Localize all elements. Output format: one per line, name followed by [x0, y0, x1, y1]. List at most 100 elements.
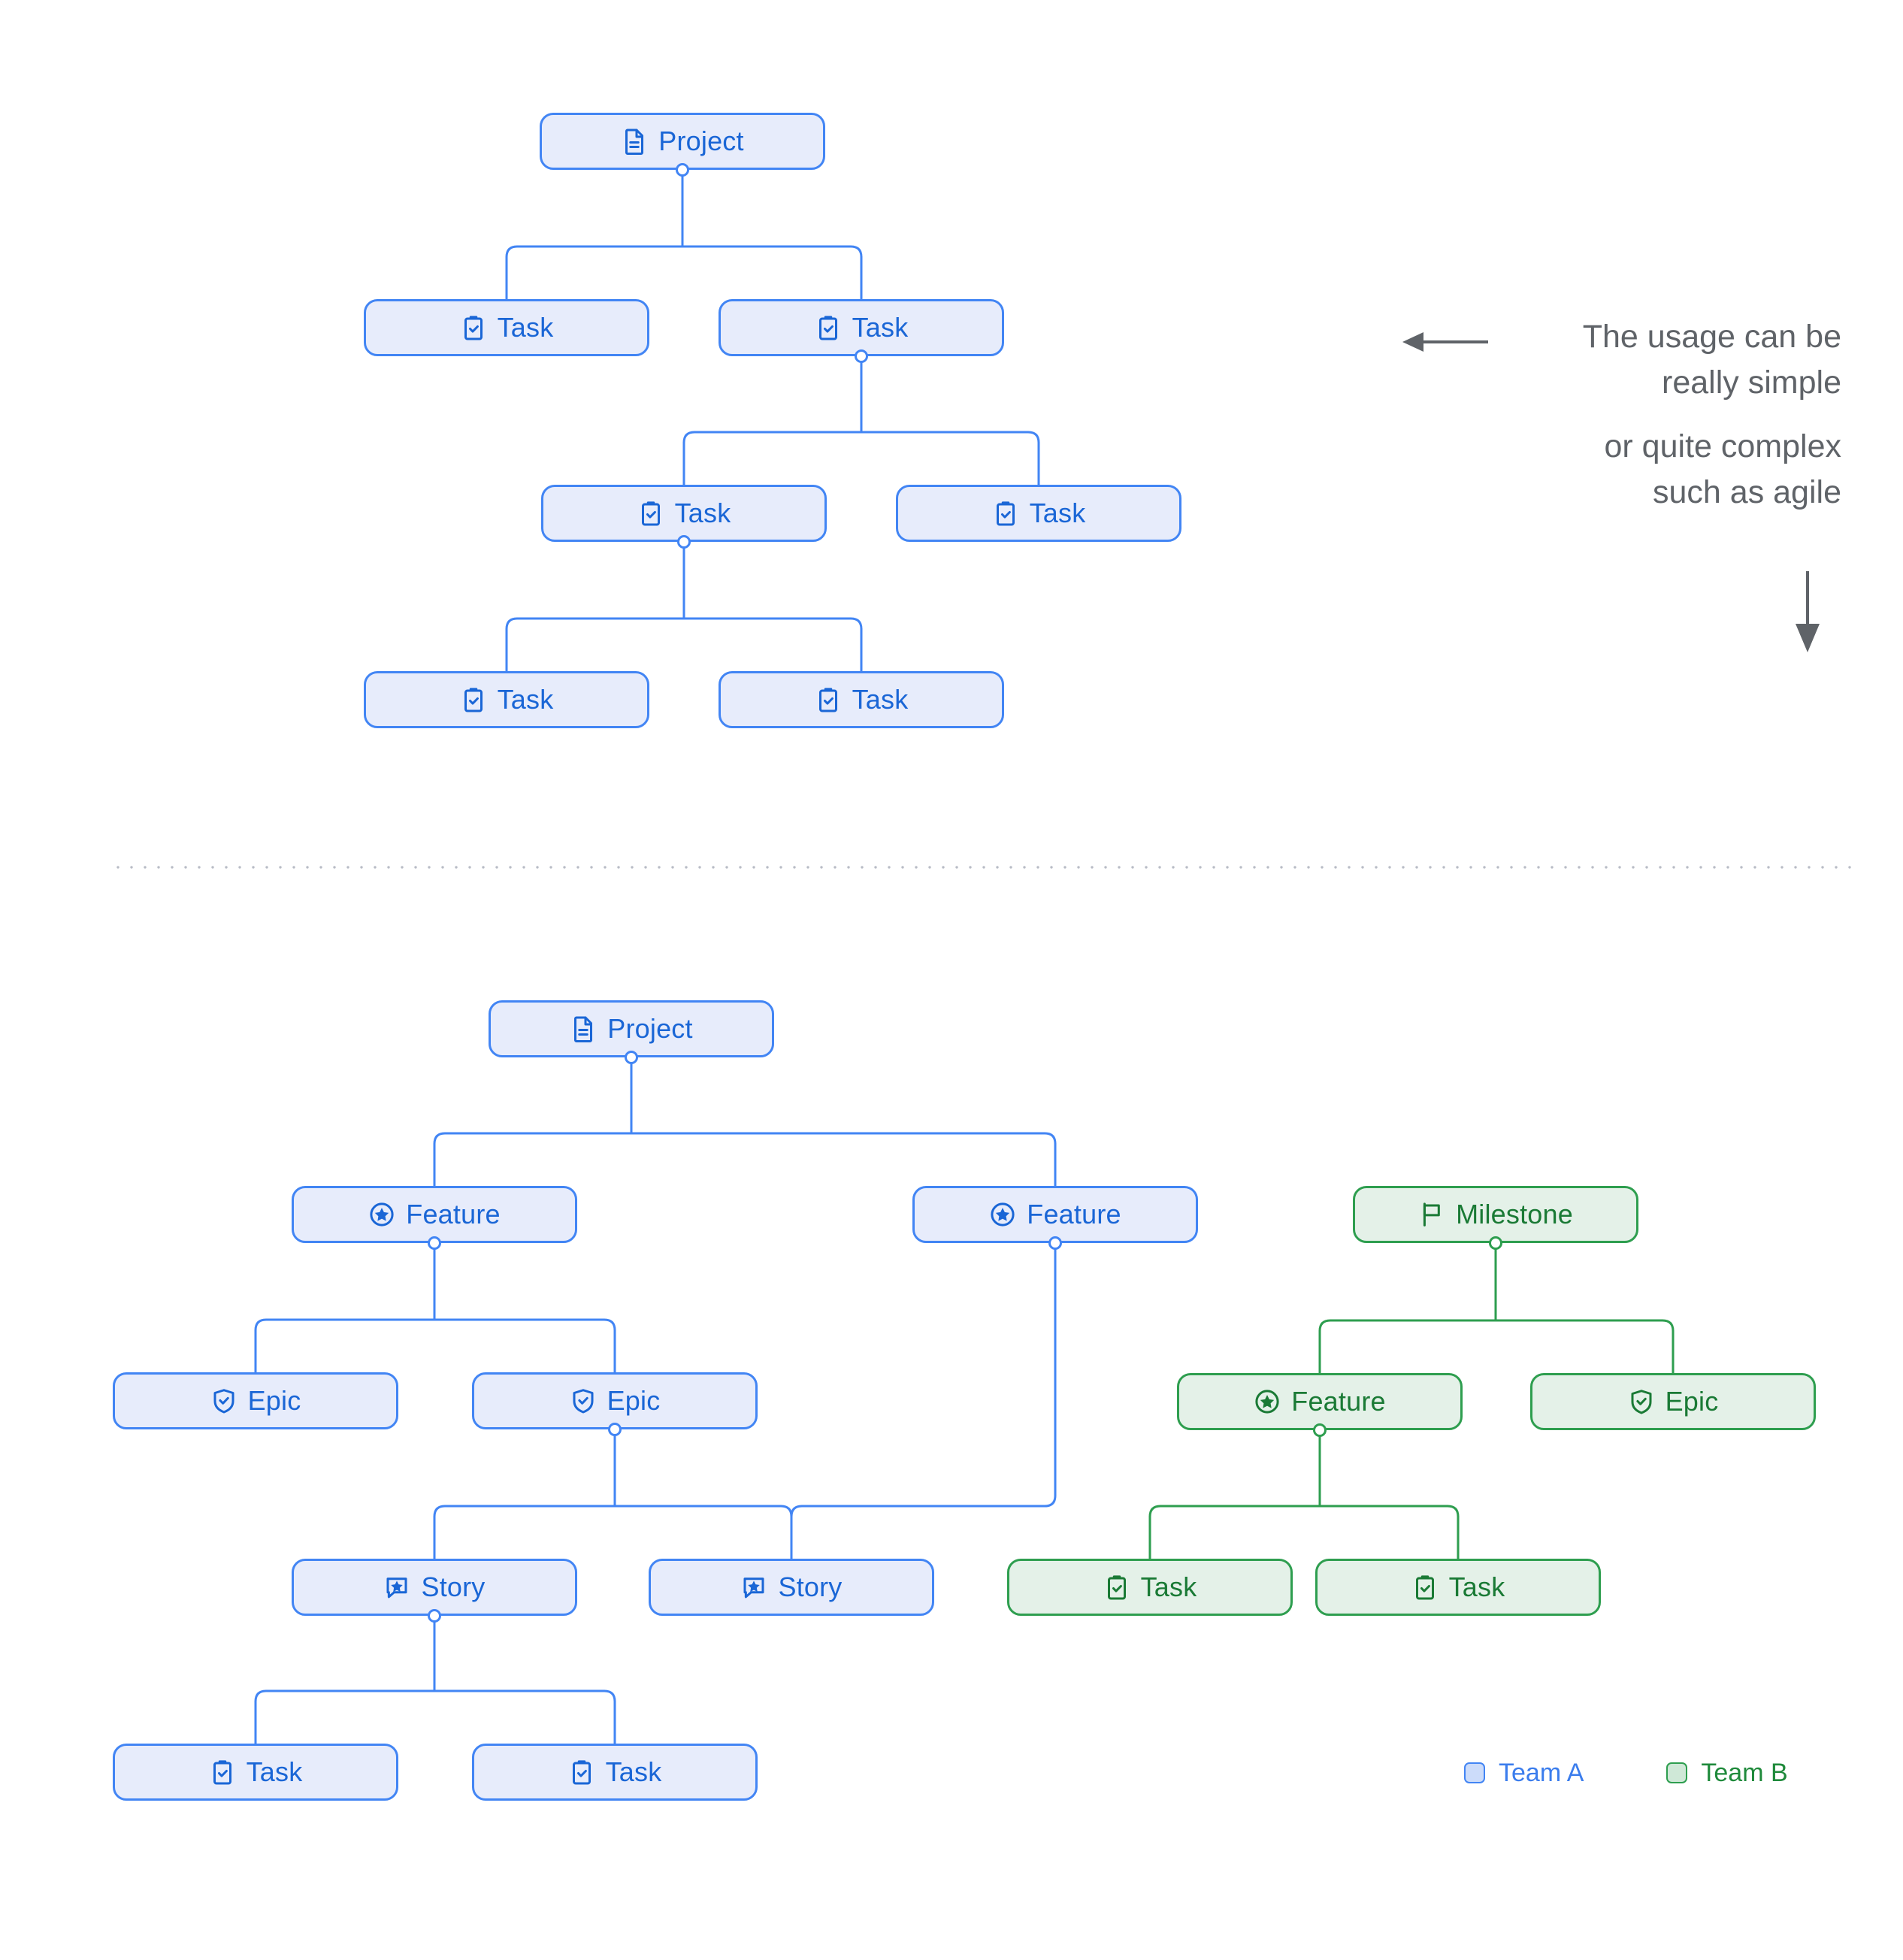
edge-bar [1148, 1505, 1460, 1518]
node-label: Story [421, 1571, 486, 1602]
node-label: Task [497, 684, 554, 715]
flag-icon [1423, 1202, 1440, 1227]
connector-port[interactable] [855, 349, 868, 363]
section-divider [111, 866, 1855, 869]
node-label: Task [1029, 498, 1086, 528]
star-circle-icon [370, 1202, 394, 1227]
edge-bracket [790, 1242, 1057, 1560]
star-circle-icon [1254, 1388, 1281, 1415]
node-feature-a-feature-3[interactable]: Feature [1177, 1373, 1463, 1430]
node-label: Task [497, 312, 554, 343]
flag-icon [1418, 1201, 1445, 1228]
node-task-a-task-b1[interactable]: Task [113, 1744, 398, 1801]
node-story-a-story-1[interactable]: Story [292, 1559, 577, 1616]
node-label: Task [246, 1756, 303, 1787]
legend-label: Team B [1701, 1759, 1788, 1787]
edge-bar [505, 617, 863, 631]
clipboard-check-icon [815, 314, 842, 341]
edge-bar [505, 245, 863, 259]
clipboard-check-icon [213, 1760, 231, 1785]
document-icon [574, 1016, 593, 1042]
annotation-line-1: The usage can be [1582, 319, 1841, 355]
node-milestone-a-milestone[interactable]: Milestone [1353, 1186, 1638, 1243]
annotation-paragraph-1: The usage can be really simple [1496, 314, 1841, 406]
shield-check-icon [213, 1389, 234, 1414]
speech-star-icon [740, 1574, 767, 1601]
connector-port[interactable] [625, 1051, 638, 1064]
node-epic-a-epic-2[interactable]: Epic [472, 1372, 758, 1429]
clipboard-check-icon [1107, 1575, 1126, 1600]
node-label: Feature [1027, 1199, 1121, 1230]
node-label: Task [852, 312, 909, 343]
node-label: Task [1448, 1571, 1505, 1602]
legend-label: Team A [1499, 1759, 1584, 1787]
connector-port[interactable] [677, 535, 691, 549]
star-circle-icon [989, 1201, 1016, 1228]
node-label: Task [1140, 1571, 1197, 1602]
clipboard-check-icon [1103, 1574, 1130, 1601]
node-task-s-task-2[interactable]: Task [719, 299, 1004, 356]
clipboard-check-icon [464, 688, 483, 712]
node-project-s-project[interactable]: Project [540, 113, 825, 170]
clipboard-check-icon [637, 500, 664, 527]
clipboard-check-icon [818, 688, 837, 712]
edge-bar [1318, 1319, 1675, 1332]
node-feature-a-feature-1[interactable]: Feature [292, 1186, 577, 1243]
clipboard-check-icon [460, 686, 487, 713]
clipboard-check-icon [818, 316, 837, 340]
node-task-a-task-g1[interactable]: Task [1007, 1559, 1293, 1616]
legend-item-team-a[interactable]: Team A [1464, 1760, 1584, 1786]
clipboard-check-icon [568, 1759, 595, 1786]
clipboard-check-icon [572, 1760, 591, 1785]
connector-port[interactable] [428, 1236, 441, 1250]
legend-item-team-b[interactable]: Team B [1666, 1759, 1788, 1787]
connector-port[interactable] [608, 1423, 622, 1436]
connector-port[interactable] [1313, 1423, 1327, 1437]
arrow-down-icon [1789, 571, 1826, 654]
connector-port[interactable] [428, 1609, 441, 1623]
node-task-s-task-4[interactable]: Task [896, 485, 1181, 542]
node-label: Task [852, 684, 909, 715]
speech-star-icon [386, 1577, 407, 1599]
clipboard-check-icon [996, 501, 1015, 526]
node-epic-a-epic-3[interactable]: Epic [1530, 1373, 1816, 1430]
clipboard-check-icon [1415, 1575, 1434, 1600]
connector-port[interactable] [676, 163, 689, 177]
clipboard-check-icon [464, 316, 483, 340]
node-task-a-task-b2[interactable]: Task [472, 1744, 758, 1801]
clipboard-check-icon [1411, 1574, 1439, 1601]
shield-check-icon [570, 1387, 597, 1414]
speech-star-icon [743, 1577, 764, 1599]
document-icon [570, 1015, 597, 1042]
shield-check-icon [573, 1389, 594, 1414]
node-label: Feature [1291, 1386, 1386, 1417]
node-task-s-task-6[interactable]: Task [719, 671, 1004, 728]
node-label: Epic [1665, 1386, 1719, 1417]
node-epic-a-epic-1[interactable]: Epic [113, 1372, 398, 1429]
star-circle-icon [991, 1202, 1015, 1227]
node-story-a-story-2[interactable]: Story [649, 1559, 934, 1616]
clipboard-check-icon [992, 500, 1019, 527]
shield-check-icon [1628, 1388, 1655, 1415]
node-label: Project [607, 1013, 693, 1044]
node-task-a-task-g2[interactable]: Task [1315, 1559, 1601, 1616]
node-label: Project [658, 126, 744, 156]
edge-bar [254, 1318, 616, 1332]
node-feature-a-feature-2[interactable]: Feature [912, 1186, 1198, 1243]
team-legend: Team A Team B [1464, 1760, 1788, 1786]
document-icon [621, 128, 648, 155]
connector-port[interactable] [1489, 1236, 1502, 1250]
connector-port[interactable] [1048, 1236, 1062, 1250]
clipboard-check-icon [641, 501, 660, 526]
annotation-line-4: such as agile [1653, 474, 1841, 511]
speech-star-icon [383, 1574, 410, 1601]
usage-annotation: The usage can be really simple or quite … [1496, 314, 1841, 516]
edge-bar [433, 1132, 1057, 1145]
edge-bar [682, 431, 1040, 444]
node-task-s-task-1[interactable]: Task [364, 299, 649, 356]
node-task-s-task-5[interactable]: Task [364, 671, 649, 728]
annotation-line-3: or quite complex [1604, 428, 1842, 465]
node-task-s-task-3[interactable]: Task [541, 485, 827, 542]
node-project-a-project[interactable]: Project [489, 1000, 774, 1057]
